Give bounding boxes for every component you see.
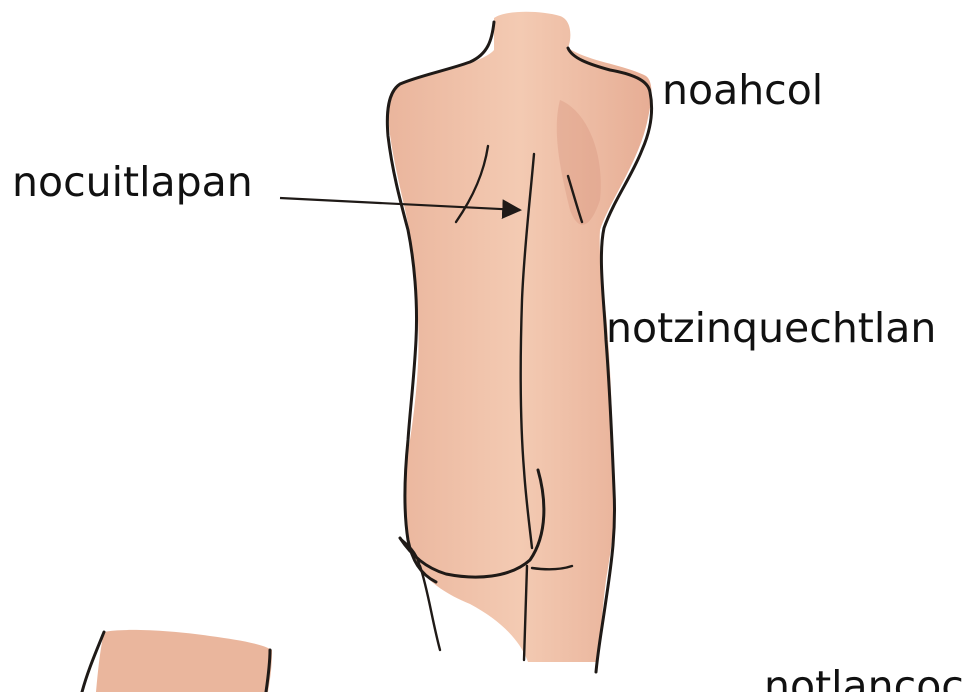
partial-figure <box>82 630 272 692</box>
partial-figure-fill <box>96 630 272 692</box>
label-notzinquechtlan: notzinquechtlan <box>606 304 936 352</box>
label-noahcol: noahcol <box>662 66 823 114</box>
label-notlancoc: notlancoc <box>764 662 964 692</box>
label-nocuitlapan: nocuitlapan <box>12 158 253 206</box>
